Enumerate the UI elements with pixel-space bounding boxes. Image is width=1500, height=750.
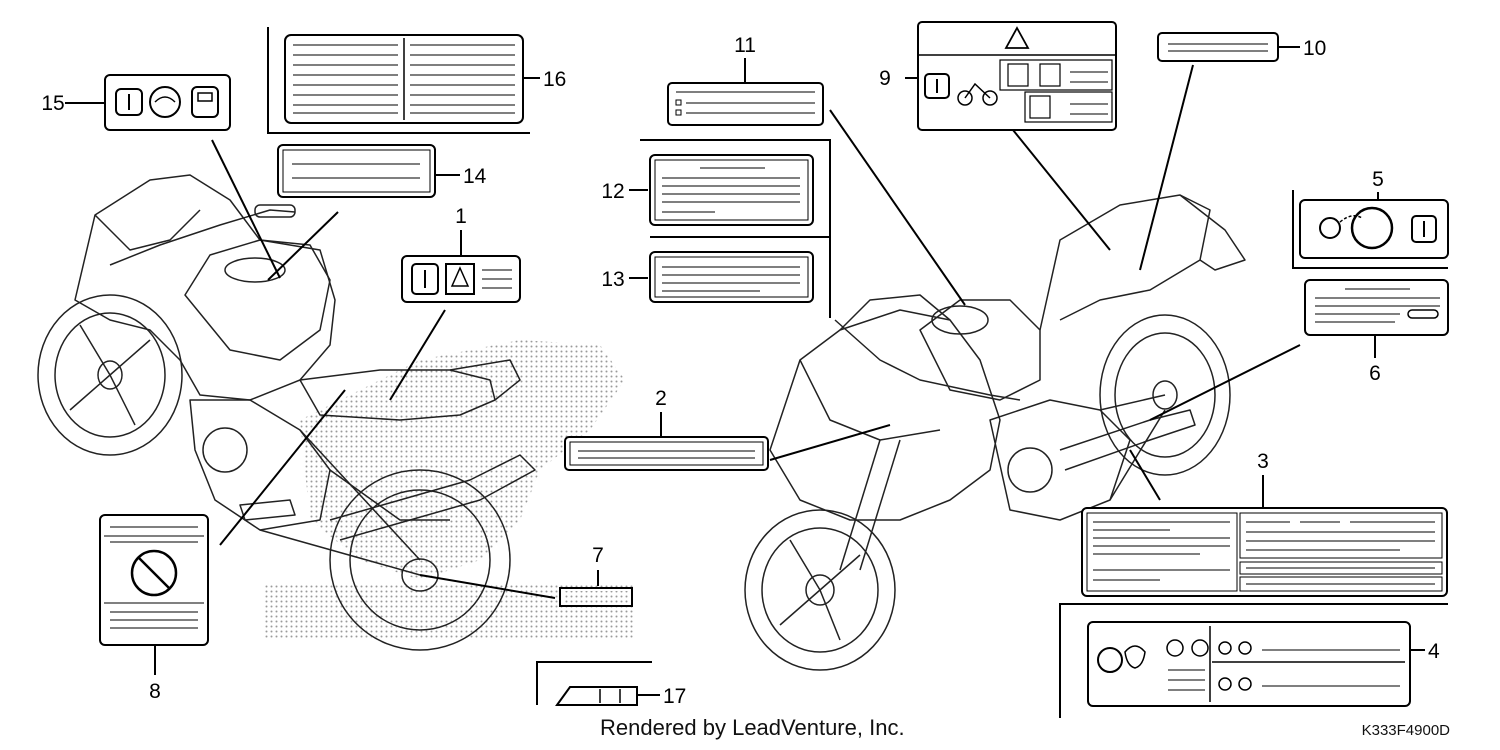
warning-triangle-icon [1004,26,1030,49]
motorcycle-icon [1166,639,1184,657]
callout-7: 7 [592,544,604,567]
callout-1: 1 [455,205,467,228]
label-14 [277,144,436,198]
motorcycle-icon [957,90,973,106]
label-7 [559,587,633,607]
label-15 [104,74,231,131]
callout-17: 17 [663,685,686,708]
label-17 [555,686,638,706]
helmet-icon [1124,645,1146,669]
callout-4: 4 [1428,640,1440,663]
render-credit: Rendered by LeadVenture, Inc. [600,715,905,740]
label-8 [99,514,209,646]
diagram-code: K333F4900D [1362,722,1451,739]
callout-14: 14 [463,165,487,188]
right-motorcycle [744,194,1246,671]
callout-16: 16 [543,68,566,91]
helmet-icon [149,86,181,118]
callout-2: 2 [655,387,667,410]
callout-11: 11 [734,34,756,57]
label-6 [1304,279,1449,336]
callout-12: 12 [601,180,624,203]
callout-9: 9 [879,67,891,90]
left-motorcycle [37,174,536,651]
callout-15: 15 [41,92,64,115]
label-5 [1299,199,1449,259]
label-3 [1081,507,1448,597]
callout-3: 3 [1257,450,1269,473]
label-4 [1087,621,1411,707]
callout-5: 5 [1372,168,1384,191]
label-16 [284,34,524,124]
label-9 [917,21,1117,131]
callout-10: 10 [1303,37,1326,60]
label-1 [401,255,521,303]
callout-8: 8 [149,680,161,703]
leader-lines [65,46,1425,696]
fuel-icon [191,86,219,118]
manual-book-icon [1097,647,1123,673]
label-10 [1157,32,1279,62]
separator-lines [267,27,1448,718]
label-12 [649,154,814,226]
callout-13: 13 [601,268,624,291]
callout-numbers: 1 2 3 4 5 6 7 8 9 10 11 12 13 14 15 16 1… [41,34,1440,708]
callout-6: 6 [1369,362,1381,385]
left-bike-shading [265,340,635,640]
label-2 [564,436,769,471]
label-11 [667,82,824,126]
label-13 [649,251,814,303]
